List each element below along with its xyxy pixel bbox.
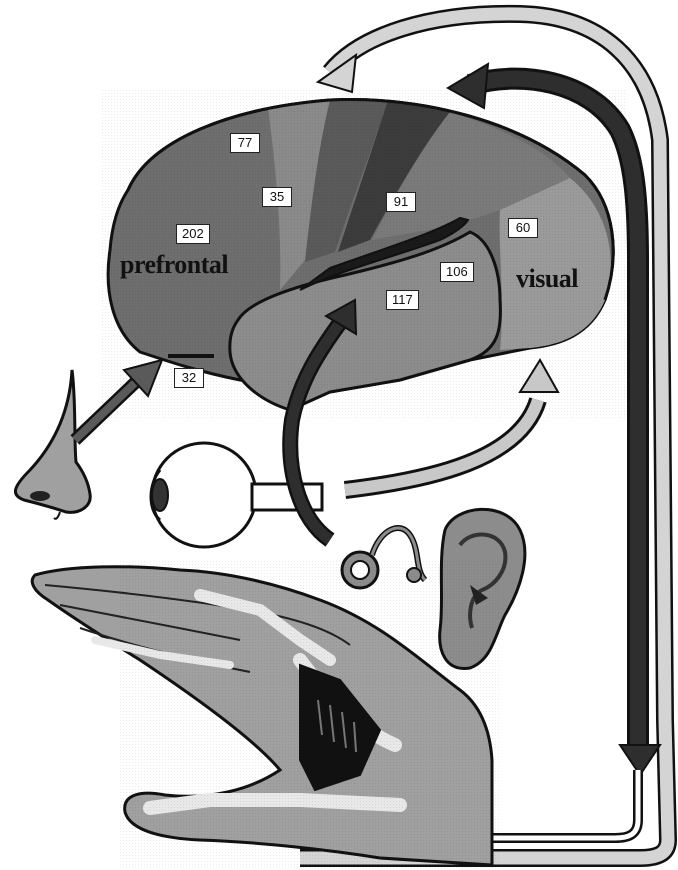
nose-arrow bbox=[75, 360, 162, 440]
area-202-label: 202 bbox=[176, 224, 210, 244]
inner-arrow-head-top bbox=[448, 64, 488, 108]
area-60-label: 60 bbox=[508, 218, 538, 238]
region-prefrontal-label: prefrontal bbox=[120, 250, 228, 280]
area-106-label: 106 bbox=[440, 262, 474, 282]
region-visual-label: visual bbox=[516, 264, 578, 294]
cochlea-icon bbox=[342, 528, 425, 588]
nose-icon bbox=[15, 370, 90, 519]
area-32-label: 32 bbox=[174, 368, 204, 388]
hand-icon bbox=[32, 560, 500, 870]
area-117-label: 117 bbox=[386, 290, 419, 310]
area-91-label: 91 bbox=[386, 192, 416, 212]
ear-icon bbox=[440, 509, 525, 668]
area-35-label: 35 bbox=[262, 187, 292, 207]
area-77-label: 77 bbox=[230, 133, 260, 153]
